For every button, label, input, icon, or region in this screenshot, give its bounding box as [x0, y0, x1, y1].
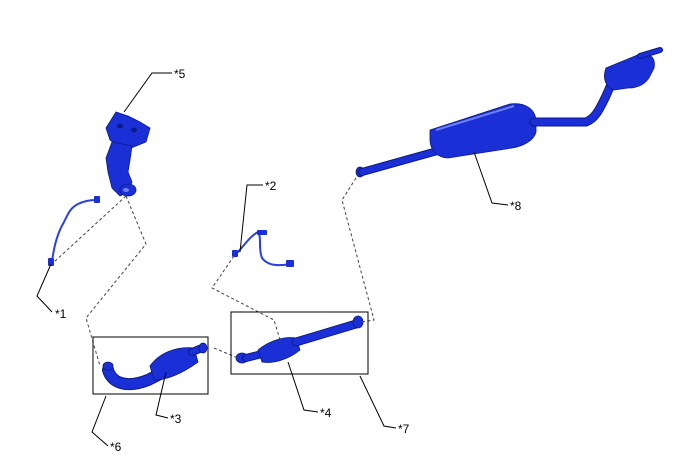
- callout-7: *7: [398, 422, 410, 436]
- group-box-7: [230, 311, 369, 375]
- oxygen-sensor-2: [232, 230, 294, 267]
- callout-2: *2: [265, 179, 277, 193]
- exhaust-manifold: [105, 111, 151, 197]
- callout-4: *4: [320, 406, 332, 420]
- callout-5: *5: [174, 67, 186, 81]
- callout-6: *6: [110, 440, 122, 454]
- callout-1: *1: [55, 307, 67, 321]
- callout-8: *8: [510, 199, 522, 213]
- center-pipe-converter: [235, 315, 364, 364]
- connection-lines: [53, 177, 375, 367]
- oxygen-sensor-1: [48, 196, 100, 266]
- leader-lines: [36, 72, 509, 447]
- callout-3: *3: [170, 412, 182, 426]
- group-box-6: [92, 336, 209, 395]
- front-pipe-catalytic-converter: [102, 342, 208, 391]
- tailpipe-muffler-assembly: [355, 47, 663, 178]
